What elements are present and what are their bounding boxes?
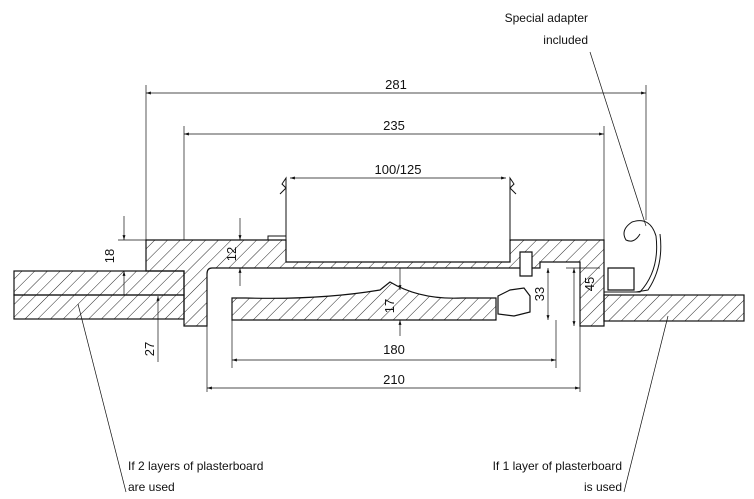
dim-17: 17 (382, 299, 397, 313)
extension-lines (118, 85, 647, 392)
callout-two-layers-line1: If 2 layers of plasterboard (128, 459, 263, 473)
callout-adapter-line1: Special adapter (505, 11, 588, 25)
dim-18: 18 (102, 249, 117, 263)
plasterboard-right (603, 294, 745, 322)
dim-27: 27 (142, 342, 157, 356)
dim-235: 235 (383, 118, 405, 133)
dim-180: 180 (383, 342, 405, 357)
dim-210: 210 (383, 372, 405, 387)
leader-lines (77, 51, 669, 493)
callout-one-layer-line1: If 1 layer of plasterboard (493, 459, 622, 473)
dimension-lines (122, 91, 646, 390)
dim-12: 12 (224, 247, 239, 261)
special-adapter (604, 220, 662, 293)
callout-one-layer-line2: is used (584, 480, 622, 494)
plasterboard-left (13, 270, 185, 320)
frame-body (145, 239, 605, 327)
dim-45: 45 (582, 277, 597, 291)
callout-two-layers-line2: are used (128, 480, 175, 494)
dim-281: 281 (385, 77, 407, 92)
callout-adapter-line2: included (543, 33, 588, 47)
dim-33: 33 (532, 287, 547, 301)
dim-100-125: 100/125 (375, 162, 422, 177)
duct-spigot (267, 176, 517, 240)
grille-plate (231, 251, 533, 321)
